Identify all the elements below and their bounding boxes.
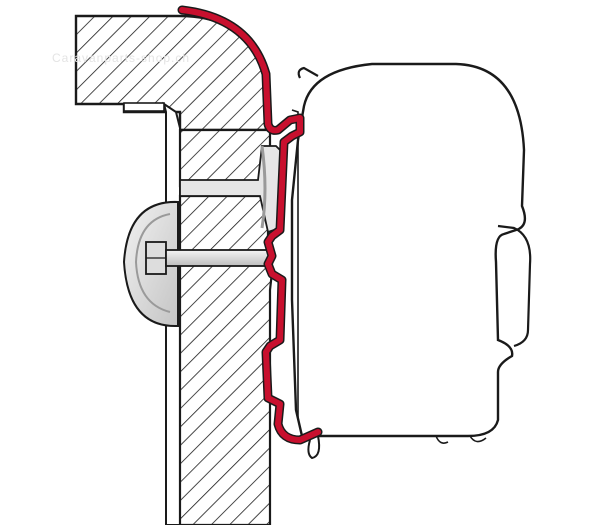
wall-section xyxy=(74,14,274,525)
mounting-bolt-assembly xyxy=(122,200,273,328)
awning-cassette xyxy=(290,62,532,460)
mounting-bolt xyxy=(165,249,273,267)
cassette-hook xyxy=(297,66,319,79)
main-wall xyxy=(178,128,272,188)
adapter-rail xyxy=(177,5,323,445)
flashing-plate xyxy=(123,102,165,112)
main-wall-lower xyxy=(178,194,274,525)
watermark: Caravanparts-shop.ch xyxy=(52,51,190,65)
